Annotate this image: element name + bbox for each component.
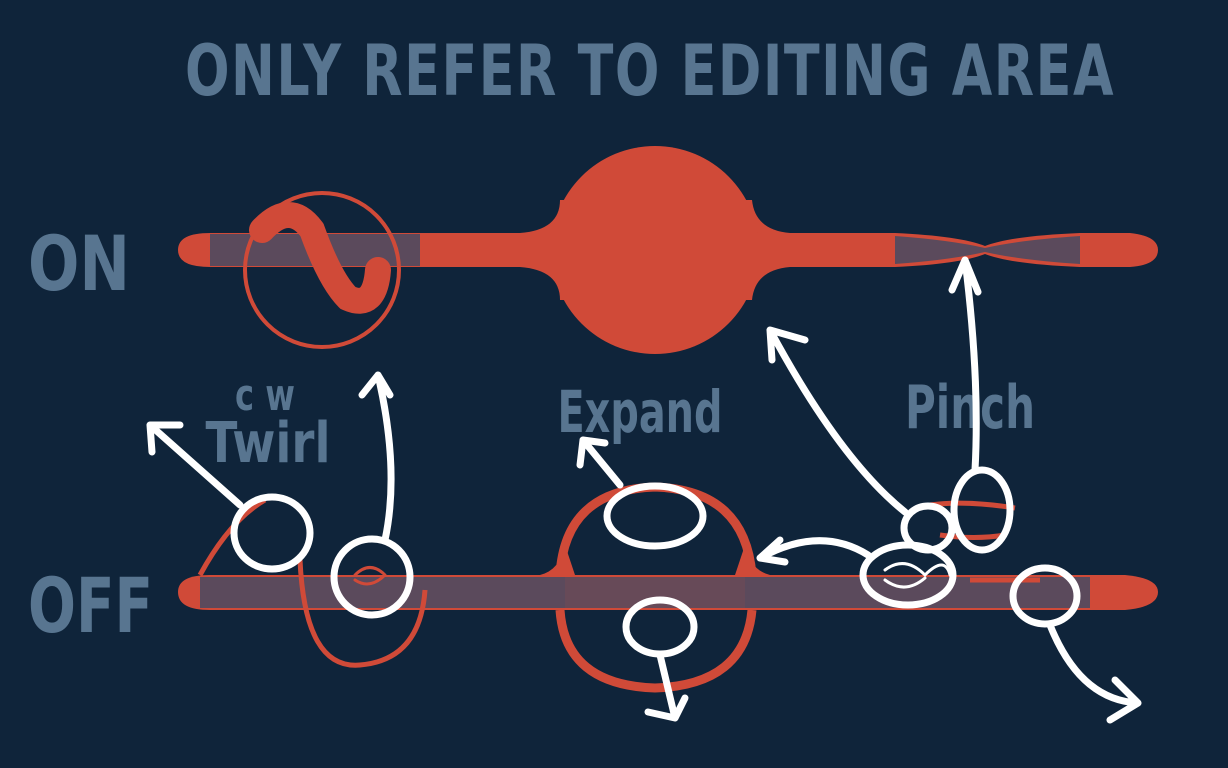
annotations bbox=[146, 256, 1142, 724]
annotation-circle-pinch-b bbox=[950, 466, 1014, 554]
annotation-circle-right-end bbox=[1009, 564, 1081, 628]
off-expand-fill-left bbox=[540, 545, 770, 575]
annotation-pinch-detail bbox=[883, 562, 952, 589]
annotation-arrow-pinch-left bbox=[756, 536, 872, 566]
on-stroke-group bbox=[178, 146, 1158, 354]
on-twirl-circle bbox=[243, 191, 401, 349]
label-expand: Expand bbox=[558, 378, 723, 446]
annotation-circle-pinch-c bbox=[859, 541, 957, 609]
label-cw: c w bbox=[235, 370, 295, 421]
on-expand-bulge bbox=[551, 146, 759, 354]
diagram-title: ONLY REFER TO EDITING AREA bbox=[185, 30, 1115, 112]
label-pinch: Pinch bbox=[905, 373, 1035, 443]
annotation-arrow-right-end bbox=[1046, 621, 1142, 724]
annotation-arrow-pinch-expand bbox=[766, 326, 909, 516]
annotation-arrow-expand-bottom bbox=[644, 651, 689, 722]
annotation-circle-twirl-right bbox=[330, 535, 414, 619]
on-pinch-area bbox=[895, 236, 1080, 264]
annotation-arrow-pinch-up bbox=[948, 256, 982, 474]
row-label-on: ON bbox=[28, 219, 130, 308]
row-label-off: OFF bbox=[28, 561, 153, 650]
annotation-circle-twirl-left bbox=[230, 493, 314, 573]
annotation-arrow-twirl-right bbox=[358, 371, 395, 544]
on-twirl-curl bbox=[249, 202, 391, 314]
label-twirl: Twirl bbox=[206, 411, 331, 476]
off-expand-editing bbox=[565, 577, 745, 608]
annotation-arrow-twirl-left bbox=[146, 421, 244, 509]
annotation-twirl-detail bbox=[353, 566, 387, 586]
annotation-arrow-expand-top bbox=[576, 436, 624, 489]
annotation-circle-expand-top bbox=[603, 482, 707, 550]
